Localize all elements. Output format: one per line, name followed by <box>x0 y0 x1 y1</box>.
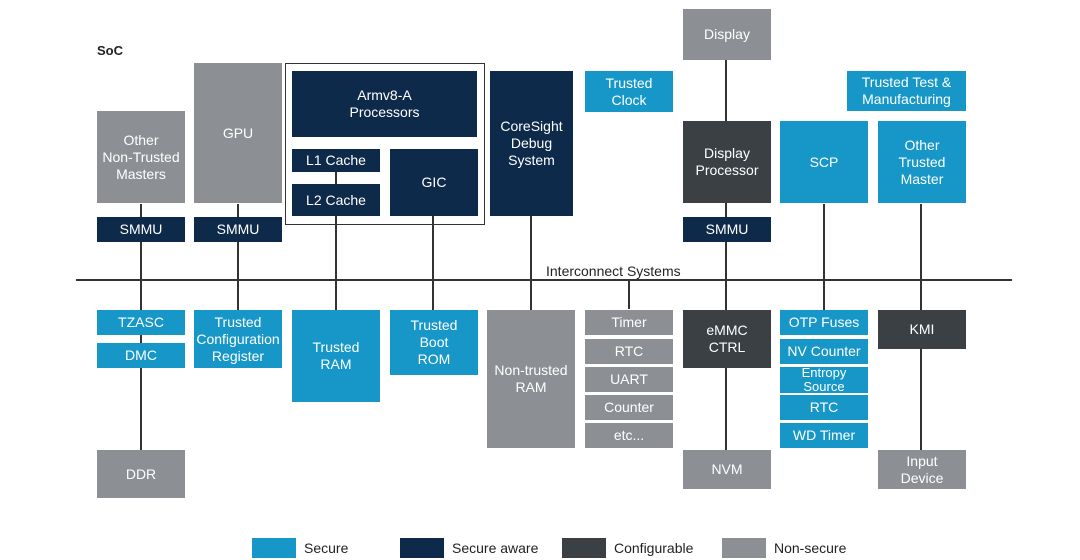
kmi-box: KMI <box>878 310 966 349</box>
cpu-cluster-outline <box>285 63 485 225</box>
connector-peripherals <box>628 281 630 309</box>
nvm-box: NVM <box>683 450 771 489</box>
display-processor-box: Display Processor <box>683 121 771 203</box>
legend-label-secure-aware: Secure aware <box>452 540 539 556</box>
other-trusted-master-box: Other Trusted Master <box>878 121 966 203</box>
coresight-debug-system-box: CoreSight Debug System <box>490 71 573 216</box>
legend-item-configurable: Configurable <box>562 538 693 558</box>
connector-l2-trusted-ram <box>335 216 337 310</box>
armv8-processors-box: Armv8-A Processors <box>292 71 477 137</box>
legend-item-secure-aware: Secure aware <box>400 538 538 558</box>
interconnect-label: Interconnect Systems <box>544 263 683 279</box>
legend-item-non-secure: Non-secure <box>722 538 846 558</box>
etc-box: etc... <box>585 423 673 448</box>
ddr-box: DDR <box>97 450 185 498</box>
otp-fuses-box: OTP Fuses <box>780 310 868 335</box>
legend-label-configurable: Configurable <box>614 540 694 556</box>
legend-item-secure: Secure <box>252 538 348 558</box>
entropy-source-box: Entropy Source <box>780 366 868 394</box>
trusted-test-manufacturing-box: Trusted Test & Manufacturing <box>847 71 966 111</box>
l1-cache-box: L1 Cache <box>292 149 380 172</box>
connector-gpu <box>237 204 239 311</box>
legend-swatch-secure <box>252 538 296 558</box>
scp-box: SCP <box>780 121 868 203</box>
smmu-box-3: SMMU <box>683 217 771 242</box>
legend: Secure Secure aware Configurable Non-sec… <box>0 538 1080 558</box>
legend-label-non-secure: Non-secure <box>774 540 847 556</box>
interconnect-bus-line <box>76 279 1012 281</box>
trusted-ram-box: Trusted RAM <box>292 310 380 402</box>
counter-box: Counter <box>585 395 673 420</box>
other-non-trusted-masters-box: Other Non-Trusted Masters <box>97 111 185 203</box>
display-box: Display <box>683 9 771 60</box>
connector-coresight-ram <box>530 216 532 310</box>
non-trusted-ram-box: Non-trusted RAM <box>487 310 575 448</box>
timer-box: Timer <box>585 310 673 335</box>
legend-label-secure: Secure <box>304 540 349 556</box>
legend-swatch-non-secure <box>722 538 766 558</box>
rtc-secure-box: RTC <box>780 395 868 420</box>
dmc-box: DMC <box>97 343 185 368</box>
uart-box: UART <box>585 367 673 392</box>
nv-counter-box: NV Counter <box>780 339 868 364</box>
gpu-box: GPU <box>194 63 282 203</box>
trusted-configuration-register-box: Trusted Configuration Register <box>194 310 282 368</box>
input-device-box: Input Device <box>878 450 966 489</box>
legend-swatch-secure-aware <box>400 538 444 558</box>
connector-gic-boot-rom <box>432 216 434 310</box>
soc-label: SoC <box>97 43 123 58</box>
trusted-clock-box: Trusted Clock <box>585 71 673 112</box>
connector-l1-l2 <box>335 172 337 184</box>
l2-cache-box: L2 Cache <box>292 184 380 216</box>
connector-display-chain <box>725 60 727 450</box>
connector-scp <box>823 204 825 310</box>
legend-swatch-configurable <box>562 538 606 558</box>
smmu-box-1: SMMU <box>97 217 185 242</box>
smmu-box-2: SMMU <box>194 217 282 242</box>
trusted-boot-rom-box: Trusted Boot ROM <box>390 310 478 375</box>
emmc-ctrl-box: eMMC CTRL <box>683 310 771 368</box>
tzasc-box: TZASC <box>97 310 185 335</box>
rtc-peripheral-box: RTC <box>585 339 673 364</box>
wd-timer-box: WD Timer <box>780 423 868 448</box>
gic-box: GIC <box>390 149 478 216</box>
